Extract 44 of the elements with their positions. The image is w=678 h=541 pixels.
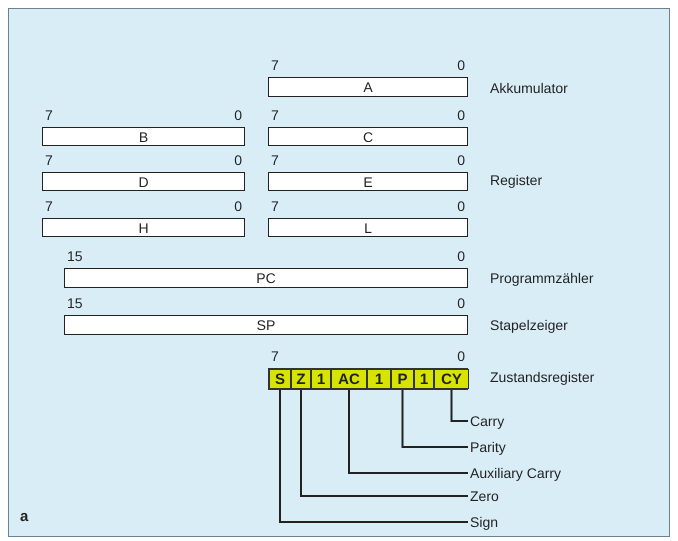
flag-label: Auxiliary Carry — [470, 465, 562, 481]
bit-number: 0 — [457, 198, 465, 214]
flag-bit: AC — [331, 369, 367, 389]
bit-number: 7 — [45, 198, 53, 214]
bit-number: 7 — [271, 348, 279, 364]
panel-letter: a — [20, 509, 28, 525]
flag-bit: 1 — [367, 369, 391, 389]
bit-number: 7 — [271, 152, 279, 168]
bit-number: 7 — [45, 107, 53, 123]
bit-number: 0 — [457, 348, 465, 364]
bit-number: 0 — [457, 152, 465, 168]
flag-bit: CY — [434, 369, 469, 389]
bit-number: 0 — [457, 295, 465, 311]
flag-bit: S — [269, 369, 291, 389]
bit-number: 0 — [457, 57, 465, 73]
bit-number: 0 — [234, 107, 242, 123]
register-caption: Stapelzeiger — [490, 317, 568, 333]
leader-line — [348, 389, 468, 474]
bit-number: 7 — [271, 57, 279, 73]
flag-label: Parity — [470, 439, 506, 455]
bit-number: 15 — [67, 248, 83, 264]
flag-label: Sign — [470, 514, 498, 530]
bit-number: 15 — [67, 295, 83, 311]
bit-number: 7 — [45, 152, 53, 168]
bit-number: 7 — [271, 198, 279, 214]
register-caption: Programmzähler — [490, 270, 594, 286]
bit-number: 0 — [234, 198, 242, 214]
leader-line — [300, 389, 468, 497]
register-caption: Register — [490, 172, 542, 188]
leader-line — [279, 389, 468, 523]
bit-number: 7 — [271, 107, 279, 123]
flag-label: Zero — [470, 488, 499, 504]
register-caption: Akkumulator — [490, 80, 568, 96]
flag-bit: Z — [291, 369, 311, 389]
bit-number: 0 — [234, 152, 242, 168]
flag-bit: P — [391, 369, 414, 389]
flag-bit: 1 — [311, 369, 331, 389]
leader-line — [402, 389, 468, 448]
flag-bit: 1 — [414, 369, 434, 389]
bit-number: 0 — [457, 107, 465, 123]
register-caption: Zustandsregister — [490, 369, 594, 385]
leader-line — [450, 389, 468, 422]
bit-number: 0 — [457, 248, 465, 264]
flag-label: Carry — [470, 413, 504, 429]
